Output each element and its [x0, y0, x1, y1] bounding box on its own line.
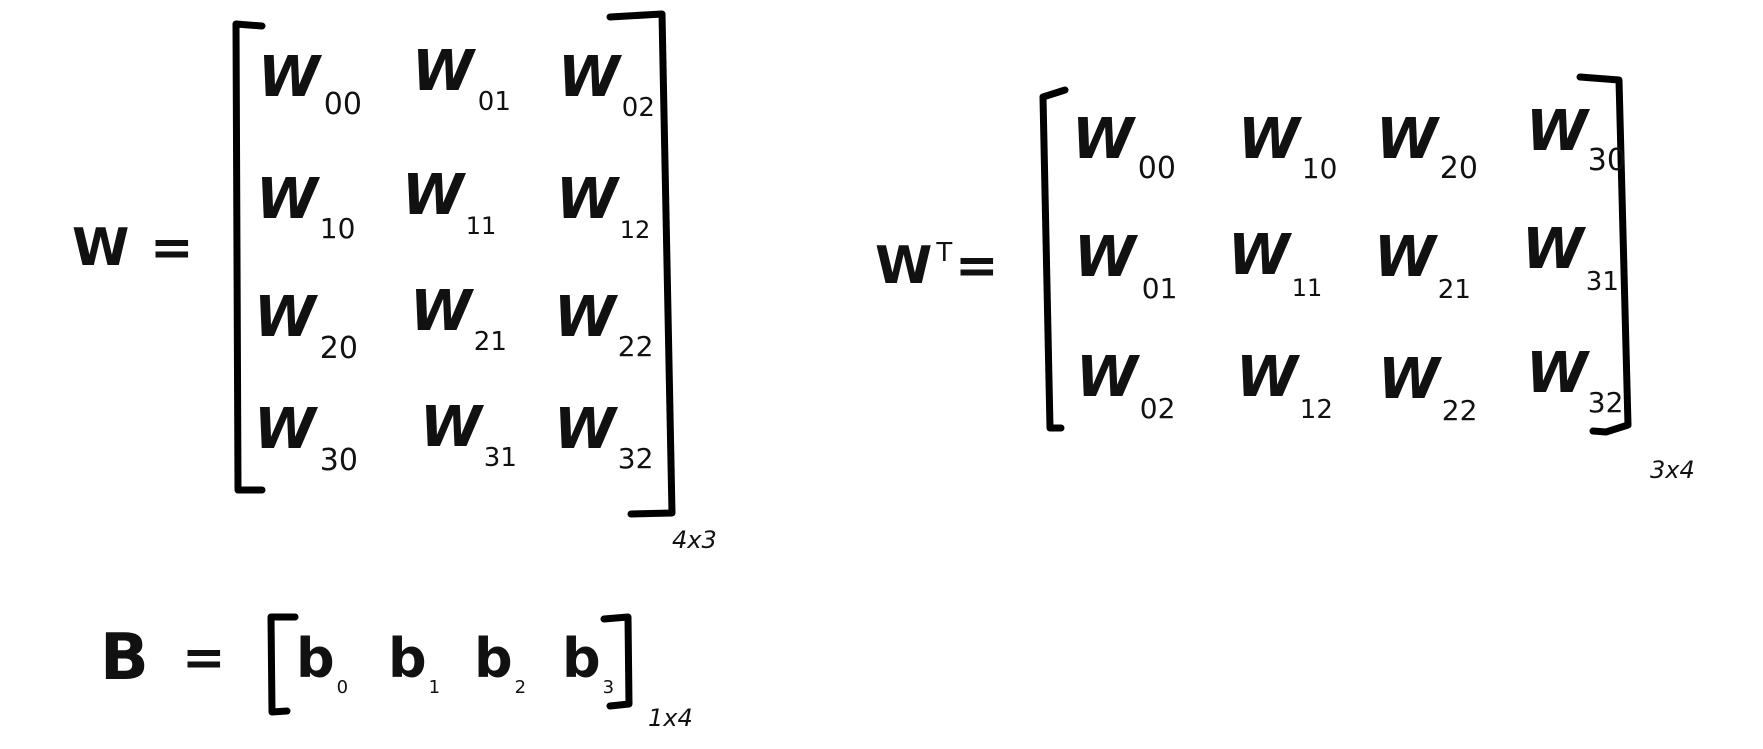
wt-label-base: W [875, 236, 933, 296]
matrix-cell-wt-0-3: W30 [1526, 99, 1626, 178]
w-right-bracket [606, 10, 676, 518]
matrix-cell-w-2-2: W22 [554, 285, 654, 363]
w-matrix-label: W [72, 218, 130, 278]
w-equals-sign: = [150, 218, 194, 278]
wt-equals-sign: = [955, 236, 999, 296]
wt-right-bracket [1576, 73, 1632, 436]
matrix-cell-w-3-2: W32 [554, 397, 654, 475]
wt-left-bracket [1039, 86, 1069, 432]
w-dimension-label: 4x3 [672, 526, 717, 554]
matrix-cell-wt-0-1: W10 [1238, 107, 1338, 185]
matrix-cell-w-1-0: W10 [256, 167, 356, 245]
matrix-cell-wt-2-0: W02 [1076, 345, 1176, 425]
matrix-cell-wt-1-3: W31 [1522, 217, 1619, 297]
matrix-cell-w-2-1: W21 [410, 279, 507, 357]
matrix-cell-wt-2-2: W22 [1378, 347, 1478, 427]
matrix-cell-w-1-2: W12 [556, 167, 651, 244]
b-left-bracket [267, 613, 299, 716]
b-right-bracket [600, 613, 633, 710]
b-matrix-label: B [100, 621, 149, 695]
w-left-bracket [232, 20, 266, 494]
matrix-cell-w-1-1: W11 [402, 163, 497, 240]
b-equals-sign: = [182, 628, 226, 688]
matrix-cell-wt-2-3: W32 [1526, 341, 1624, 419]
wt-transpose-superscript: T [936, 238, 953, 268]
wt-dimension-label: 3x4 [1650, 456, 1695, 484]
matrix-cell-w-0-2: W02 [558, 45, 655, 123]
matrix-cell-w-3-1: W31 [420, 395, 517, 473]
b-dimension-label: 1x4 [648, 704, 693, 732]
matrix-cell-wt-1-1: W11 [1228, 223, 1323, 302]
matrix-cell-wt-0-2: W20 [1376, 107, 1478, 186]
matrix-cell-wt-1-2: W21 [1374, 225, 1471, 305]
matrix-cell-wt-2-1: W12 [1236, 345, 1333, 425]
